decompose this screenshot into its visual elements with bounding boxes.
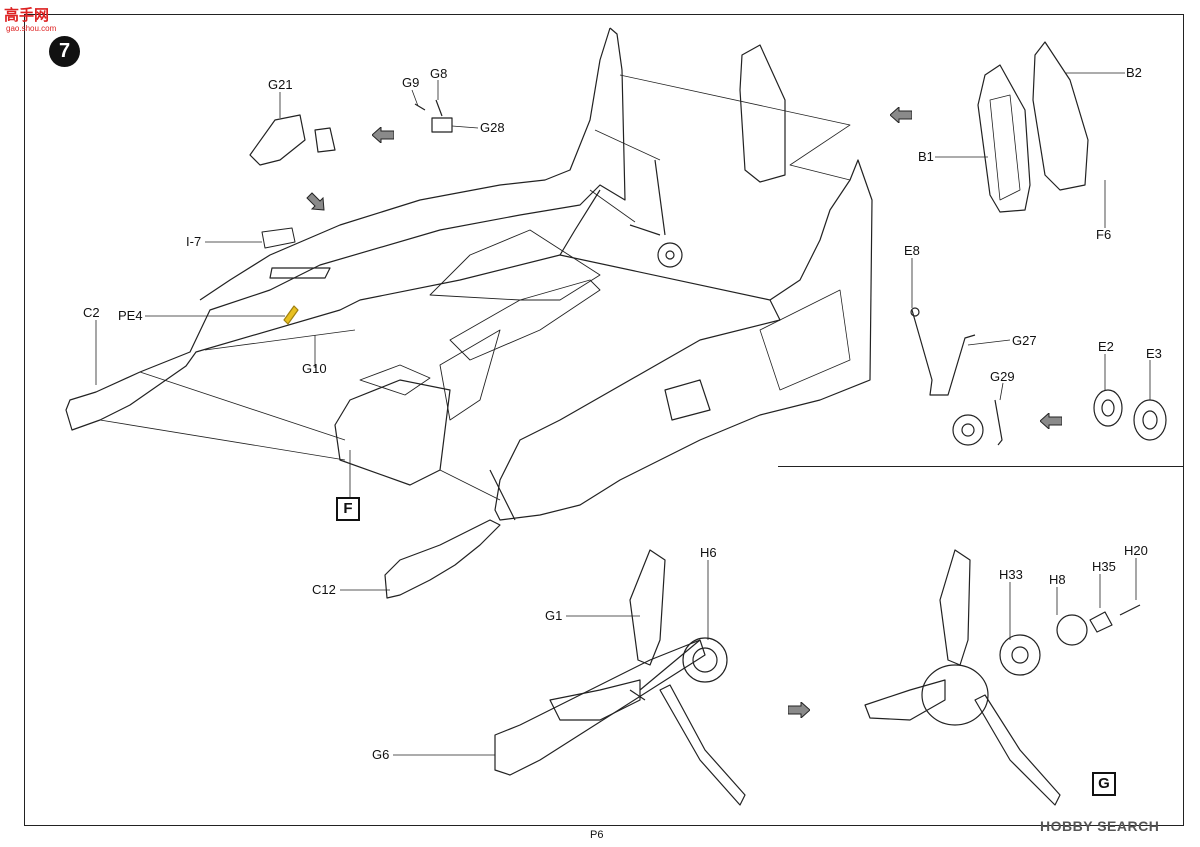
part-label-b1: B1: [918, 149, 934, 164]
arrow-left-icon: [890, 107, 912, 123]
arrow-right-icon: [788, 702, 810, 718]
part-label-g6: G6: [372, 747, 390, 762]
part-label-pe4: PE4: [118, 308, 143, 323]
propeller-drawing-2: [864, 549, 1141, 806]
part-label-e3: E3: [1146, 346, 1162, 361]
flap-b1-drawing: [977, 64, 1031, 213]
instruction-frame: [24, 14, 1184, 826]
part-label-h33: H33: [999, 567, 1023, 582]
flap-b2-drawing: [1032, 41, 1089, 191]
part-label-e2: E2: [1098, 339, 1114, 354]
part-label-g1: G1: [545, 608, 563, 623]
part-label-h6: H6: [700, 545, 717, 560]
fuselage-drawing: [65, 27, 873, 599]
part-label-e8: E8: [904, 243, 920, 258]
pe4-etched-part: [283, 305, 299, 325]
part-label-f6: F6: [1096, 227, 1112, 242]
propeller-drawing-1: [494, 549, 746, 806]
part-label-g8: G8: [430, 66, 448, 81]
part-label-g10: G10: [302, 361, 327, 376]
arrow-down-right-icon: [306, 192, 325, 211]
part-label-h35: H35: [1092, 559, 1116, 574]
part-label-g9: G9: [402, 75, 420, 90]
arrow-left-icon: [372, 127, 394, 143]
watermark-logo: 高手网: [4, 7, 50, 24]
step-number-badge: 7: [49, 36, 80, 67]
g28-part-drawing: [414, 99, 453, 133]
part-label-g29: G29: [990, 369, 1015, 384]
watermark-url: gao.shou.com: [6, 24, 57, 33]
part-label-i7: I-7: [186, 234, 202, 249]
wheel-e3-drawing: [1133, 399, 1167, 441]
part-label-c2: C2: [83, 305, 100, 320]
part-label-g27: G27: [1012, 333, 1037, 348]
g21-part-drawing: [249, 114, 336, 166]
part-label-h20: H20: [1124, 543, 1148, 558]
part-label-b2: B2: [1126, 65, 1142, 80]
label-leaders: [95, 72, 1151, 756]
arrow-left-icon: [1040, 413, 1062, 429]
landing-gear-leg-drawing: [910, 307, 1003, 446]
part-label-g28: G28: [480, 120, 505, 135]
part-label-g21: G21: [268, 77, 293, 92]
part-label-h8: H8: [1049, 572, 1066, 587]
flap-upper-drawing: [739, 44, 786, 183]
main-gear-drawing: [629, 159, 683, 268]
part-label-c12: C12: [312, 582, 336, 597]
page-number: P6: [590, 829, 604, 841]
subassembly-label-f: F: [336, 497, 360, 521]
section-divider: [778, 466, 1184, 467]
watermark-hobby-search: HOBBY SEARCH: [1040, 818, 1160, 834]
subassembly-label-g: G: [1092, 772, 1116, 796]
wheel-e2-drawing: [1093, 389, 1123, 427]
